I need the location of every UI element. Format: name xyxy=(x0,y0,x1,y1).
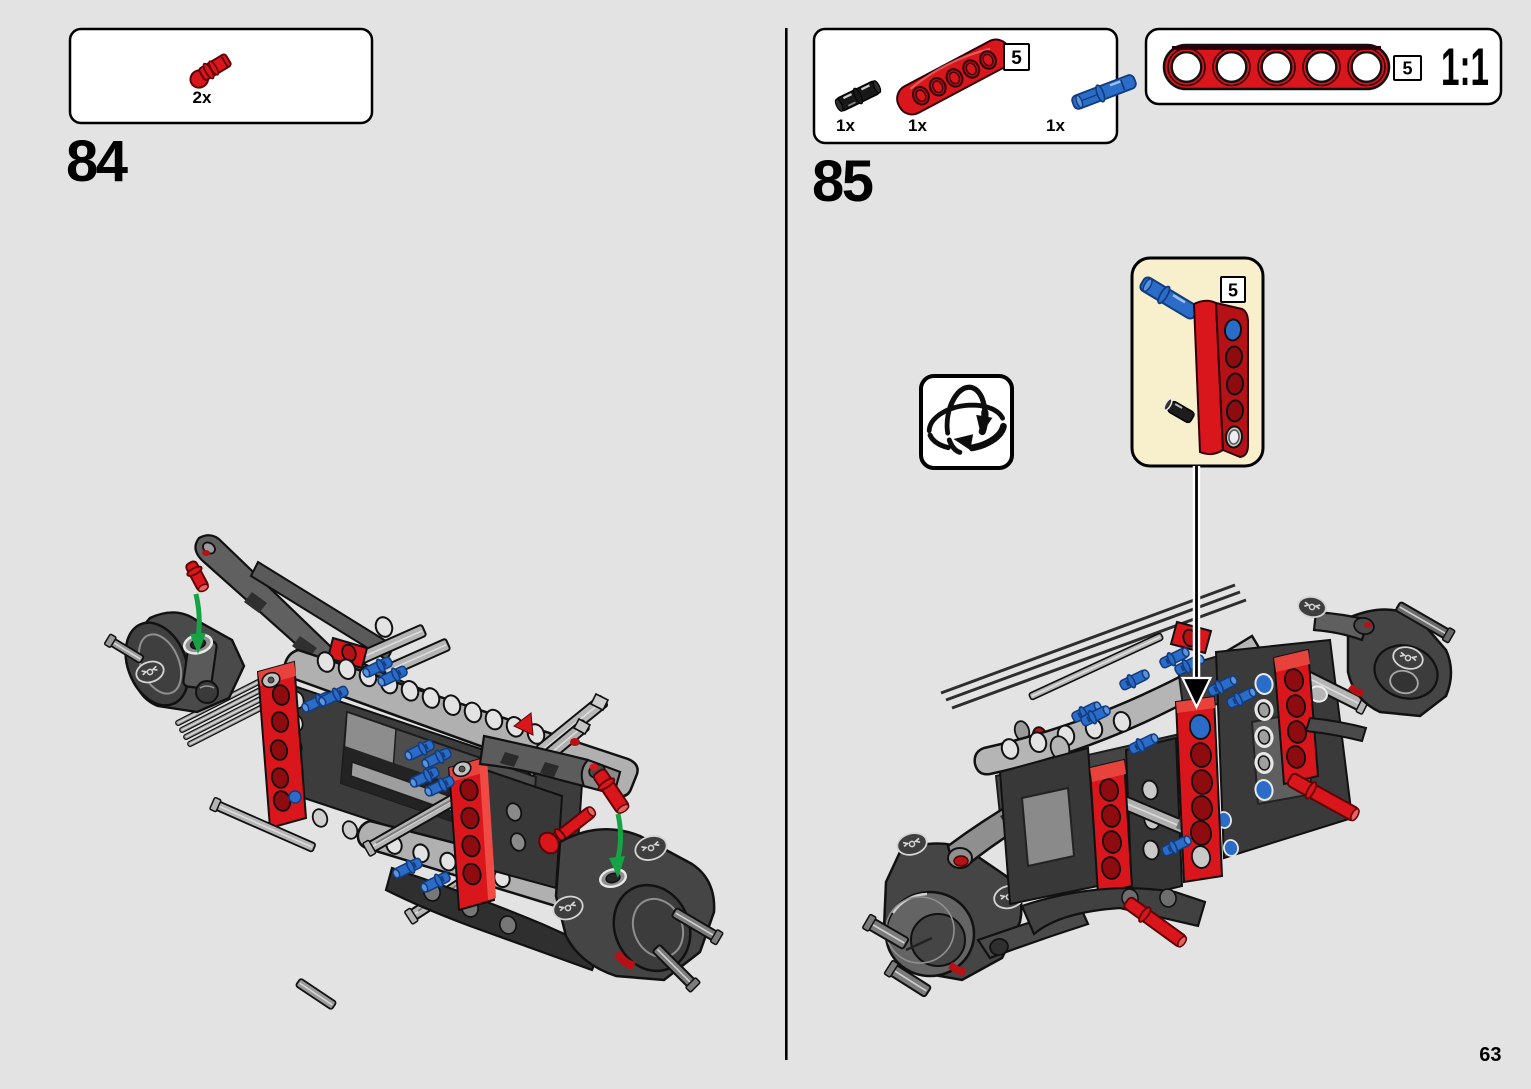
svg-text:63: 63 xyxy=(1479,1044,1501,1066)
svg-text:5: 5 xyxy=(1228,281,1238,301)
svg-text:1x: 1x xyxy=(908,116,927,135)
svg-text:84: 84 xyxy=(66,129,128,194)
svg-text:5: 5 xyxy=(1011,48,1022,69)
svg-text:1:1: 1:1 xyxy=(1441,38,1489,97)
svg-text:2x: 2x xyxy=(193,88,212,107)
svg-text:1x: 1x xyxy=(836,116,855,135)
svg-text:1x: 1x xyxy=(1046,116,1065,135)
svg-text:5: 5 xyxy=(1402,59,1412,79)
svg-text:85: 85 xyxy=(812,149,873,214)
